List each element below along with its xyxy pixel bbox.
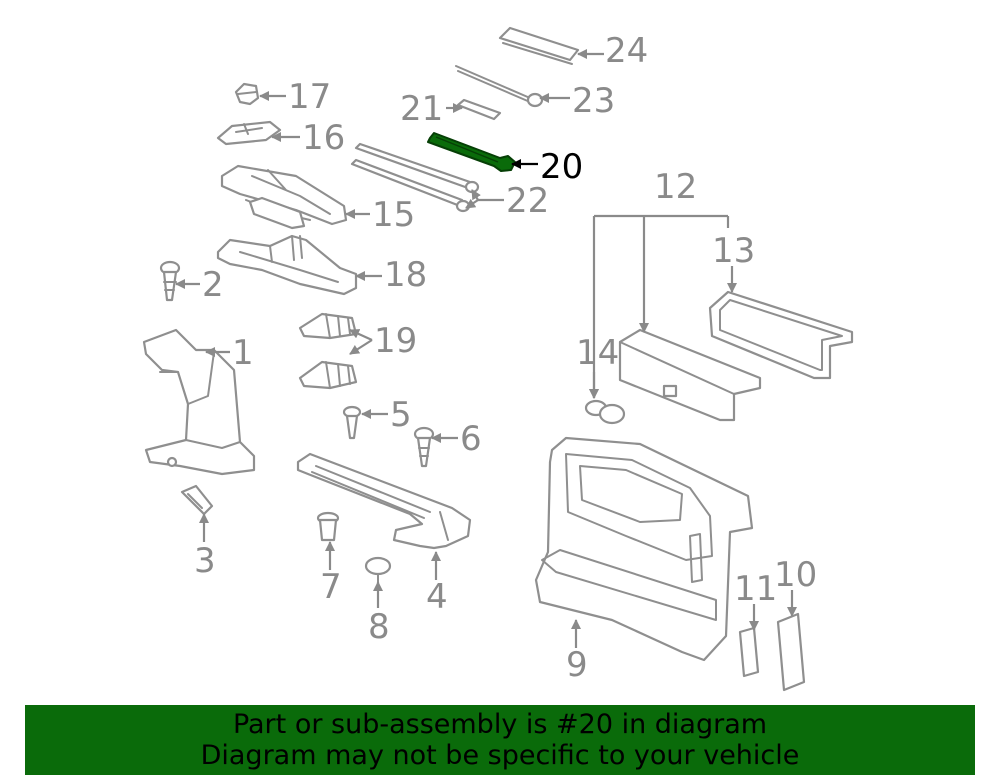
callout-3[interactable]: 3 bbox=[194, 541, 216, 581]
part-14-drawing bbox=[584, 399, 626, 425]
callout-1[interactable]: 1 bbox=[232, 333, 254, 373]
callout-20[interactable]: 20 bbox=[540, 147, 583, 187]
callout-19[interactable]: 19 bbox=[374, 321, 417, 361]
callout-21[interactable]: 21 bbox=[400, 89, 443, 129]
part-20-drawing bbox=[427, 132, 516, 172]
part-19-drawing bbox=[298, 312, 358, 390]
part-18-drawing bbox=[216, 234, 358, 296]
callout-4[interactable]: 4 bbox=[426, 577, 448, 617]
callout-14[interactable]: 14 bbox=[576, 333, 619, 373]
callout-22[interactable]: 22 bbox=[506, 181, 549, 221]
part-7-drawing bbox=[316, 511, 340, 542]
callout-7[interactable]: 7 bbox=[320, 567, 342, 607]
callout-23[interactable]: 23 bbox=[572, 81, 615, 121]
part-12-drawing bbox=[618, 328, 762, 422]
part-4-drawing bbox=[296, 452, 472, 550]
part-22-drawing bbox=[350, 142, 480, 213]
part-13-drawing bbox=[708, 290, 854, 380]
parts-diagram: 24 23 21 20 22 17 16 15 18 2 19 1 5 6 3 … bbox=[142, 26, 854, 692]
part-23-drawing bbox=[455, 65, 544, 108]
callout-6[interactable]: 6 bbox=[460, 419, 482, 459]
part-17-drawing bbox=[234, 82, 260, 106]
part-9-drawing bbox=[534, 436, 754, 662]
part-10-drawing bbox=[776, 612, 806, 692]
banner-line-2: Diagram may not be specific to your vehi… bbox=[200, 740, 800, 771]
part-11-drawing bbox=[738, 626, 760, 678]
callout-12[interactable]: 12 bbox=[654, 167, 697, 207]
callout-24[interactable]: 24 bbox=[605, 31, 648, 71]
part-6-drawing bbox=[413, 426, 435, 468]
callout-2[interactable]: 2 bbox=[202, 265, 224, 305]
callout-10[interactable]: 10 bbox=[774, 555, 817, 595]
leader-lines bbox=[175, 49, 797, 648]
info-banner: Part or sub-assembly is #20 in diagram D… bbox=[25, 705, 975, 775]
callout-11[interactable]: 11 bbox=[734, 569, 777, 609]
callout-15[interactable]: 15 bbox=[372, 195, 415, 235]
callout-labels: 24 23 21 20 22 17 16 15 18 2 19 1 5 6 3 … bbox=[194, 31, 817, 685]
part-24-drawing bbox=[498, 26, 580, 65]
part-5-drawing bbox=[342, 405, 362, 440]
callout-18[interactable]: 18 bbox=[384, 255, 427, 295]
callout-8[interactable]: 8 bbox=[368, 607, 390, 647]
part-15-drawing bbox=[220, 164, 348, 230]
callout-16[interactable]: 16 bbox=[302, 118, 345, 158]
callout-13[interactable]: 13 bbox=[712, 231, 755, 271]
part-2-drawing bbox=[159, 260, 181, 302]
part-16-drawing bbox=[216, 120, 282, 146]
part-21-drawing bbox=[456, 98, 502, 121]
callout-17[interactable]: 17 bbox=[288, 77, 331, 117]
callout-9[interactable]: 9 bbox=[566, 645, 588, 685]
banner-line-1: Part or sub-assembly is #20 in diagram bbox=[232, 709, 768, 740]
part-3-drawing bbox=[180, 484, 214, 516]
callout-5[interactable]: 5 bbox=[390, 395, 412, 435]
part-8-drawing bbox=[364, 556, 392, 585]
